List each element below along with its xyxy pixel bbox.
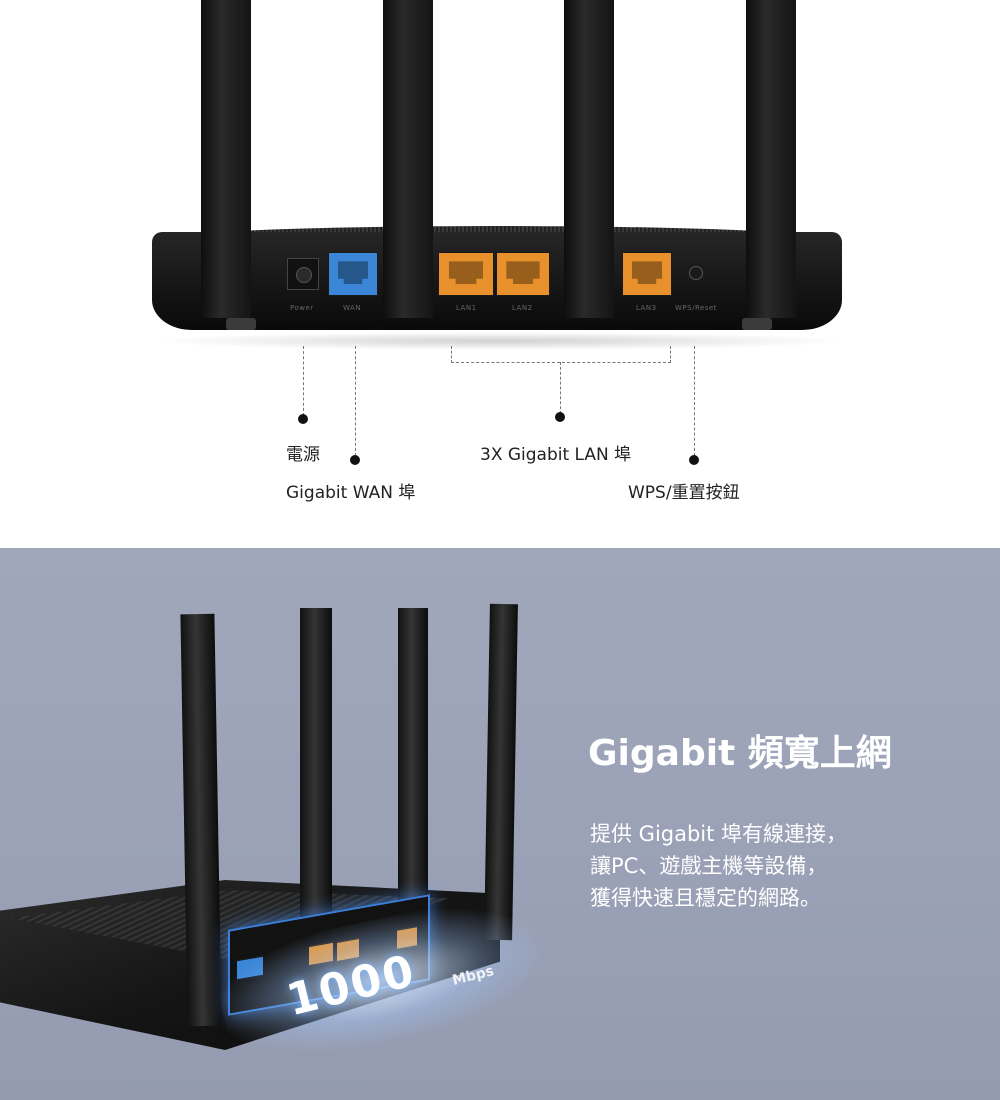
wps-label: WPS/重置按鈕: [628, 483, 740, 503]
port-label-lan3: LAN3: [636, 304, 657, 312]
rear-panel-section: Power WAN LAN1 LAN2 LAN3 WPS/Reset 電源 Gi…: [0, 0, 1000, 548]
port-label-wps: WPS/Reset: [675, 304, 717, 312]
lan-label: 3X Gigabit LAN 埠: [480, 445, 632, 465]
wps-reset-button: [689, 266, 703, 280]
antenna-2-front: [383, 222, 433, 318]
router-shadow: [150, 332, 850, 350]
lan-callout-line: [560, 362, 561, 414]
port-label-wan: WAN: [343, 304, 362, 312]
lan-bracket: [451, 346, 671, 363]
wps-callout-line: [694, 346, 695, 456]
router-foot-right: [742, 318, 772, 330]
antenna-c: [398, 608, 428, 944]
feature-line-1: 提供 Gigabit 埠有線連接，: [590, 822, 848, 846]
port-label-lan1: LAN1: [456, 304, 477, 312]
feature-description: 提供 Gigabit 埠有線連接， 讓PC、遊戲主機等設備， 獲得快速且穩定的網…: [590, 818, 990, 914]
power-label: 電源: [286, 445, 320, 465]
port-label-power: Power: [290, 304, 314, 312]
lan3-port: [622, 252, 672, 296]
antenna-3-front: [564, 222, 614, 318]
power-callout-dot: [298, 414, 308, 424]
wan-callout-line: [355, 346, 356, 456]
wan-port: [328, 252, 378, 296]
feature-title: Gigabit 頻寬上網: [588, 733, 892, 774]
antenna-b: [300, 608, 332, 968]
wan-callout-dot: [350, 455, 360, 465]
wan-label: Gigabit WAN 埠: [286, 483, 416, 503]
antenna-1-front: [201, 222, 251, 318]
feature-line-3: 獲得快速且穩定的網路。: [590, 886, 821, 910]
router-foot-left: [226, 318, 256, 330]
power-jack: [287, 258, 319, 290]
feature-line-2: 讓PC、遊戲主機等設備，: [590, 854, 828, 878]
antenna-4-front: [746, 222, 796, 318]
lan2-port: [496, 252, 550, 296]
power-callout-line: [303, 346, 304, 416]
lan-callout-dot: [555, 412, 565, 422]
lan1-port: [438, 252, 494, 296]
wps-callout-dot: [689, 455, 699, 465]
port-label-lan2: LAN2: [512, 304, 533, 312]
